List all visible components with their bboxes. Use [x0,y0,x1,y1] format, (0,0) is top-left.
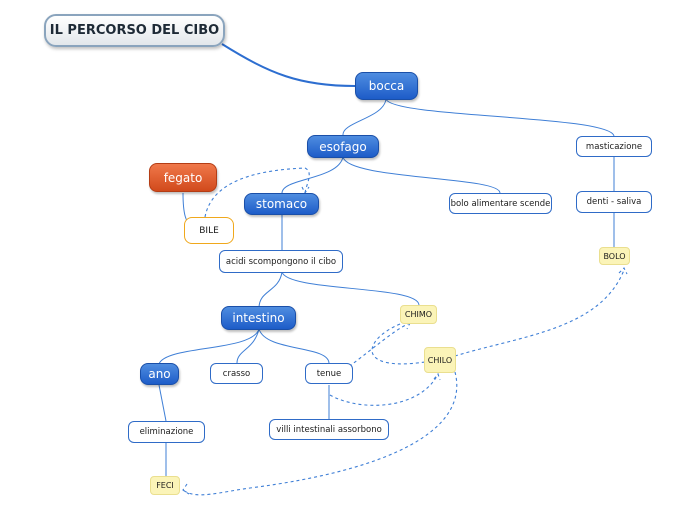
topic-stomaco[interactable]: stomaco [244,193,319,215]
note-bolo[interactable]: BOLO [599,247,630,265]
subtopic-villi[interactable]: villi intestinali assorbono [269,419,389,440]
subtopic-masticazione[interactable]: masticazione [576,136,652,157]
topic-esofago[interactable]: esofago [307,135,379,158]
subtopic-crasso[interactable]: crasso [210,363,263,384]
subtopic-bile[interactable]: BILE [184,217,234,244]
topic-intestino[interactable]: intestino [221,306,296,330]
topic-fegato[interactable]: fegato [149,163,217,192]
topic-ano[interactable]: ano [140,363,179,385]
topic-bocca[interactable]: bocca [355,72,418,100]
note-chilo[interactable]: CHILO [424,347,456,373]
central-topic[interactable]: IL PERCORSO DEL CIBO [44,14,225,47]
subtopic-acidi[interactable]: acidi scompongono il cibo [219,250,343,273]
note-feci[interactable]: FECI [150,476,180,495]
subtopic-tenue[interactable]: tenue [305,363,353,384]
subtopic-denti-saliva[interactable]: denti - saliva [576,191,652,213]
subtopic-bolo-alimentare[interactable]: bolo alimentare scende [449,193,552,214]
note-chimo[interactable]: CHIMO [400,305,437,324]
subtopic-eliminazione[interactable]: eliminazione [128,421,205,443]
